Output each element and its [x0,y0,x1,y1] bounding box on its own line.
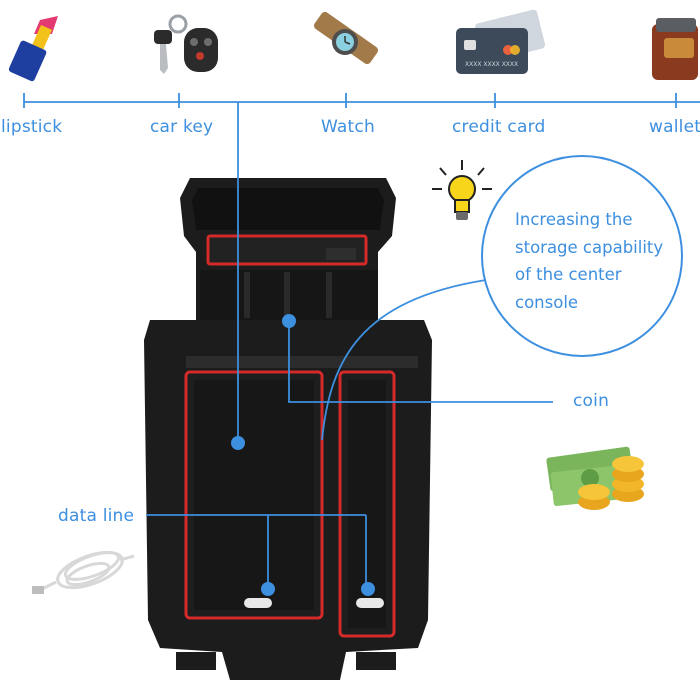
usb-cable-icon [39,550,135,592]
label-credit-card: credit card [452,117,546,137]
callout-line-2: storage capability [515,237,664,257]
usb-plug-icon [32,586,44,594]
callout-line-1: Increasing the [515,210,633,229]
info-bubble-circle [481,155,683,357]
lightbulb-icon [432,160,492,220]
label-watch: Watch [321,117,375,137]
callout-line-4: console [515,292,579,312]
svg-text:XXXX XXXX XXXX: XXXX XXXX XXXX [465,61,518,68]
label-wallet: wallet [649,117,700,137]
car-key-icon [154,14,218,74]
label-lipstick: lipstick [1,117,63,137]
callout-line-3: of the center [515,265,622,284]
label-coin: coin [573,391,610,411]
watch-icon [313,11,379,65]
credit-card-icon: XXXX XXXX XXXX [456,9,546,74]
label-car-key: car key [150,117,214,137]
callout-dots [231,314,375,596]
lipstick-icon [8,16,58,82]
callout-lines [23,93,700,588]
console-tray [144,178,432,680]
cash-and-coins-icon [546,446,644,510]
label-data-line: data line [58,506,135,526]
wallet-icon [652,18,698,80]
callout-text: Increasing the storage capability of the… [515,206,685,316]
